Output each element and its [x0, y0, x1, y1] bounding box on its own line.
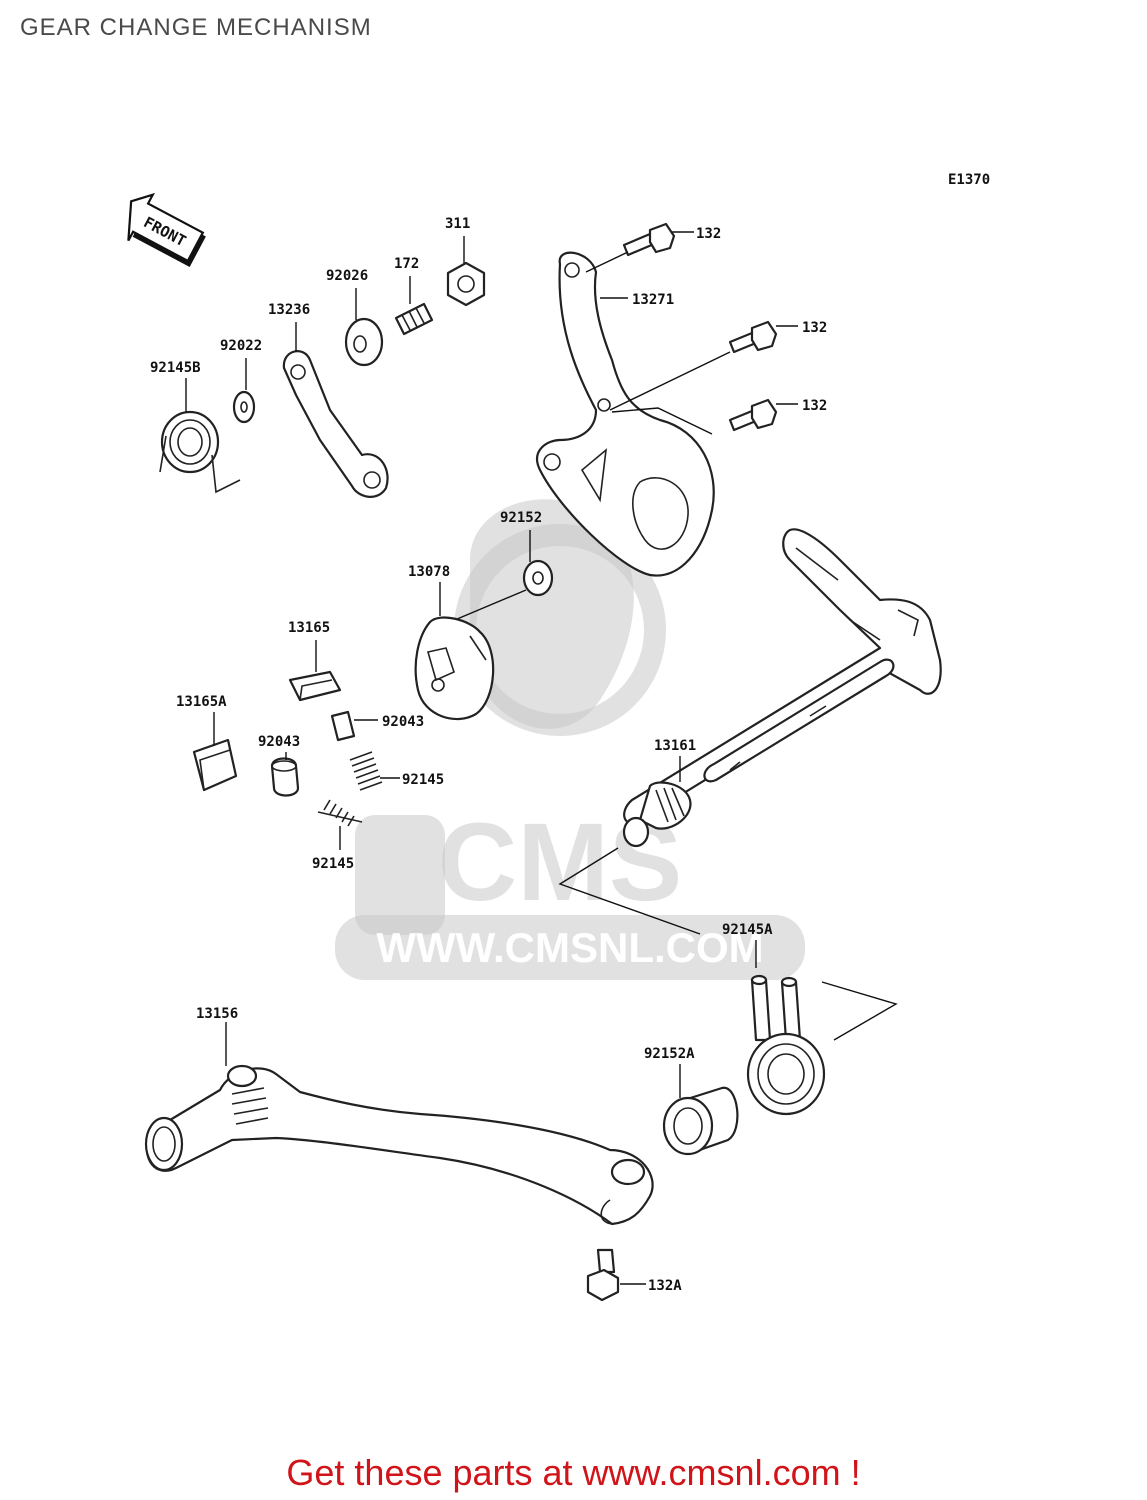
callout-92022: 92022 [220, 338, 262, 354]
bracket-13271 [536, 251, 715, 577]
nut-311 [446, 261, 486, 307]
front-direction-arrow: FRONT [127, 192, 206, 267]
callout-13156: 13156 [196, 1006, 238, 1022]
bolt-132A [586, 1248, 620, 1302]
callout-132A: 132A [648, 1278, 682, 1294]
spring-92145-upper [349, 751, 383, 791]
spring-92145-lower [317, 799, 363, 827]
cms-watermark: CMS WWW.CMSNL.COM [335, 499, 805, 980]
callout-92152: 92152 [500, 510, 542, 526]
callout-132-top: 132 [696, 226, 721, 242]
pin-92043-lower [270, 757, 300, 797]
callout-13236: 13236 [268, 302, 310, 318]
callout-92145-lower: 92145 [312, 856, 354, 872]
washer-92152 [522, 559, 554, 597]
return-spring-92145A [746, 974, 826, 1116]
page-title: GEAR CHANGE MECHANISM [20, 14, 372, 41]
callout-172: 172 [394, 256, 419, 272]
bolt-132-bottom [728, 398, 778, 432]
watermark-url: WWW.CMSNL.COM [376, 924, 763, 971]
pawl-13165A [192, 738, 238, 792]
bolt-132-middle [728, 320, 778, 354]
washer-92022 [232, 390, 256, 424]
callout-311: 311 [445, 216, 470, 232]
callout-92145-upper: 92145 [402, 772, 444, 788]
callout-13078: 13078 [408, 564, 450, 580]
pawl-13165 [288, 670, 342, 702]
callout-92026: 92026 [326, 268, 368, 284]
diagram-code: E1370 [948, 172, 990, 188]
callout-13165A: 13165A [176, 694, 227, 710]
spring-92145B [159, 410, 241, 494]
callout-13161: 13161 [654, 738, 696, 754]
shift-pedal-13156 [144, 1064, 654, 1226]
washer-92026 [344, 317, 384, 367]
pin-92043-upper [330, 710, 356, 742]
bolt-132-top [622, 222, 676, 257]
callout-92043-lower: 92043 [258, 734, 300, 750]
callout-13165: 13165 [288, 620, 330, 636]
callout-132-middle: 132 [802, 320, 827, 336]
lever-13236 [282, 350, 389, 498]
callout-13271: 13271 [632, 292, 674, 308]
footer-call-to-action[interactable]: Get these parts at www.cmsnl.com ! [286, 1452, 861, 1493]
callout-92145B: 92145B [150, 360, 201, 376]
callout-132-bottom: 132 [802, 398, 827, 414]
exploded-parts-diagram: CMS WWW.CMSNL.COM FRONT E1370 311 172 92… [127, 172, 990, 1302]
shift-shaft-13161 [622, 528, 942, 848]
shift-drum-cam-13078 [414, 616, 495, 721]
collar-92152A [662, 1086, 739, 1156]
stud-172 [394, 302, 434, 336]
callout-92043-upper: 92043 [382, 714, 424, 730]
callout-92152A: 92152A [644, 1046, 695, 1062]
callout-92145A: 92145A [722, 922, 773, 938]
